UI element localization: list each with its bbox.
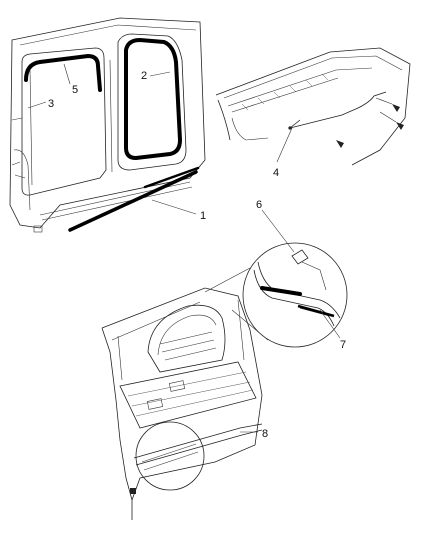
leader-lines (27, 63, 341, 433)
door-openings-view (9, 17, 206, 233)
callout-1: 1 (200, 210, 206, 222)
callout-3: 3 (48, 98, 54, 110)
callout-5: 5 (72, 84, 78, 96)
callout-2: 2 (141, 70, 147, 82)
roof-rail-cable (289, 91, 387, 129)
callout-4: 4 (273, 167, 279, 179)
screw-icon (336, 104, 404, 148)
callout-labels: 1 2 3 4 5 6 7 8 (48, 70, 346, 440)
callout-8: 8 (262, 428, 268, 440)
roof-rail-view (215, 47, 411, 166)
detail-circle-small (135, 421, 205, 491)
zoom-detail (204, 242, 348, 348)
front-door-weatherstrip (124, 38, 182, 160)
callout-7: 7 (340, 339, 346, 351)
sill-scuff-strip-upper (143, 166, 200, 189)
callout-6: 6 (256, 199, 262, 211)
sill-scuff-strip (68, 170, 198, 232)
rear-door-weatherstrip (24, 54, 102, 92)
corner-seal-detail (260, 286, 302, 296)
cargo-interior-view (101, 287, 263, 520)
